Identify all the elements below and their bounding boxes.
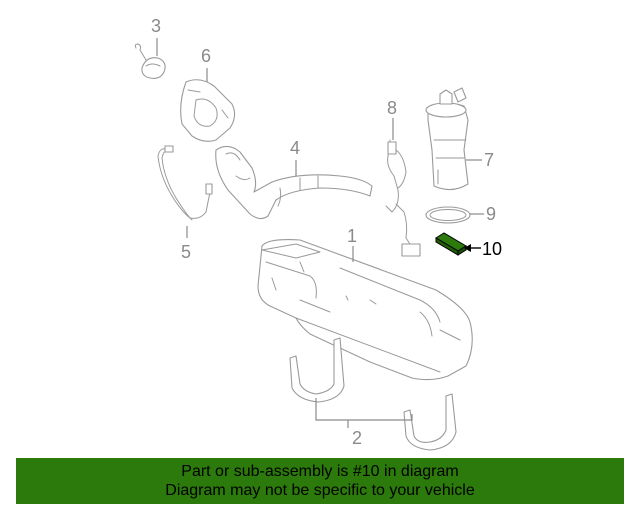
leader-2: [315, 398, 413, 428]
part-6-filler-housing[interactable]: [180, 79, 236, 142]
leader-10-arrowhead: [464, 244, 471, 252]
part-10-highlighted[interactable]: [435, 232, 467, 256]
callout-8: 8: [387, 98, 397, 118]
part-3-fuel-cap[interactable]: [134, 43, 166, 79]
info-banner: Part or sub-assembly is #10 in diagram D…: [16, 458, 624, 504]
parts-diagram: 3 6 5 4 8: [134, 16, 502, 451]
part-9-seal-ring[interactable]: [425, 206, 471, 224]
callout-6: 6: [201, 46, 211, 66]
callout-5: 5: [181, 242, 191, 262]
callout-2: 2: [352, 428, 362, 448]
callout-7: 7: [484, 150, 494, 170]
callout-9: 9: [486, 204, 496, 224]
part-7-fuel-pump-module[interactable]: [425, 87, 469, 191]
part-1-fuel-tank[interactable]: [257, 239, 473, 381]
callout-3: 3: [151, 16, 161, 36]
part-8-wiring-harness[interactable]: [385, 139, 421, 257]
banner-line-2: Diagram may not be specific to your vehi…: [165, 482, 475, 499]
banner-line-1: Part or sub-assembly is #10 in diagram: [181, 463, 459, 480]
part-4-filler-pipe[interactable]: [215, 145, 373, 220]
callout-1: 1: [347, 226, 357, 246]
callout-4: 4: [290, 138, 300, 158]
part-2-tank-straps[interactable]: [289, 337, 457, 451]
part-5-vent-hose[interactable]: [157, 145, 213, 221]
callout-10: 10: [482, 239, 502, 259]
